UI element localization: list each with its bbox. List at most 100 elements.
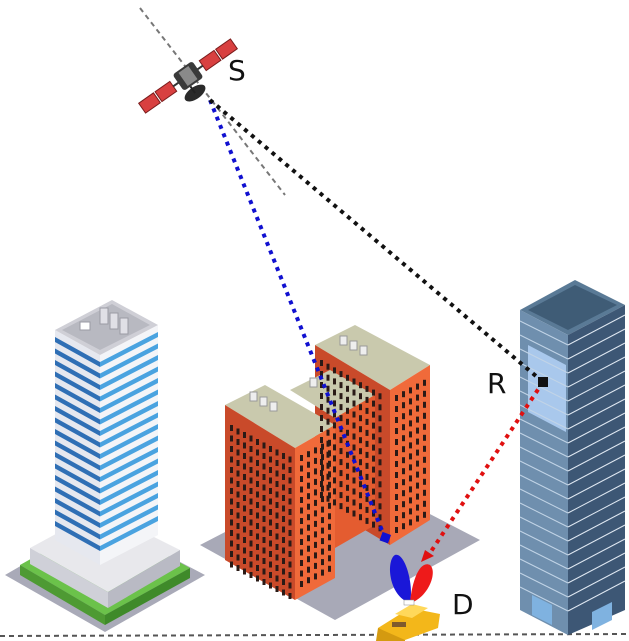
window — [269, 572, 272, 578]
window — [321, 454, 324, 461]
window — [395, 428, 398, 434]
window — [320, 481, 323, 487]
window — [320, 404, 323, 410]
window — [275, 523, 279, 529]
window — [346, 451, 349, 458]
window — [230, 446, 233, 452]
window — [256, 491, 259, 498]
window — [346, 385, 349, 392]
window — [288, 561, 292, 568]
window — [320, 459, 323, 465]
window — [339, 481, 343, 488]
window — [395, 494, 398, 500]
window — [416, 493, 419, 500]
window — [243, 516, 246, 522]
window — [262, 526, 266, 533]
window — [269, 477, 272, 484]
window — [282, 484, 285, 491]
window — [352, 433, 356, 440]
window — [402, 413, 405, 420]
window — [249, 519, 253, 526]
facade-line — [567, 356, 626, 388]
window — [314, 510, 317, 517]
window — [395, 516, 398, 522]
window — [378, 459, 382, 466]
window — [365, 407, 369, 414]
window — [314, 447, 317, 454]
satellite-label: S — [228, 54, 246, 87]
facade-line — [567, 342, 626, 374]
facade-line — [567, 440, 626, 472]
window — [262, 516, 266, 522]
window — [314, 562, 317, 569]
window — [365, 506, 369, 513]
window — [288, 593, 292, 599]
window — [395, 406, 398, 412]
window — [300, 455, 303, 461]
window — [236, 544, 240, 550]
window — [365, 495, 369, 502]
window — [378, 415, 382, 422]
window — [423, 500, 426, 507]
window — [236, 565, 240, 571]
window — [282, 537, 285, 543]
window — [320, 415, 323, 421]
window — [269, 561, 272, 568]
window — [402, 457, 405, 464]
window-stripe — [55, 475, 100, 505]
window — [378, 426, 382, 433]
window — [416, 504, 419, 511]
window — [249, 446, 253, 452]
window — [416, 515, 419, 522]
window — [423, 478, 426, 485]
window — [307, 472, 310, 479]
window — [275, 586, 279, 592]
window — [395, 461, 398, 467]
window — [333, 455, 336, 462]
window — [395, 395, 398, 401]
window — [314, 478, 317, 485]
window — [423, 445, 426, 452]
window — [423, 489, 426, 496]
facade-line — [567, 538, 626, 570]
window — [236, 533, 240, 540]
window — [423, 467, 426, 474]
window — [416, 471, 419, 478]
window — [346, 462, 349, 469]
window — [320, 470, 323, 476]
window — [352, 389, 356, 396]
facade-line — [567, 412, 626, 444]
window — [256, 502, 259, 508]
facade-line — [519, 572, 569, 598]
window — [307, 482, 310, 489]
facade-line — [519, 502, 569, 528]
window — [243, 474, 246, 480]
window — [288, 572, 292, 578]
facade-line — [519, 530, 569, 556]
window — [320, 360, 323, 366]
window-stripe — [100, 343, 158, 379]
window — [409, 475, 412, 482]
window — [300, 581, 303, 587]
window — [307, 503, 310, 510]
window — [269, 551, 272, 557]
window — [326, 440, 330, 447]
window — [346, 484, 349, 491]
window — [423, 412, 426, 419]
relay-link-arrowhead — [421, 550, 434, 562]
window — [395, 505, 398, 511]
window-stripe — [100, 458, 158, 494]
facade-line — [519, 376, 569, 402]
window — [269, 509, 272, 515]
window — [372, 389, 375, 396]
window — [307, 524, 310, 531]
window — [300, 518, 303, 524]
window — [372, 477, 375, 484]
window — [339, 448, 343, 455]
link-relay-to-destination — [426, 380, 545, 558]
window — [333, 400, 336, 407]
window — [314, 468, 317, 475]
window — [416, 460, 419, 467]
window — [230, 435, 233, 442]
window — [256, 512, 259, 519]
